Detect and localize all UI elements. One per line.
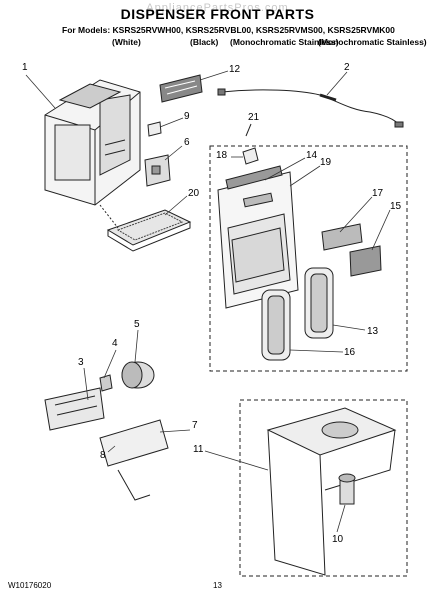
callout-line-21 (245, 123, 252, 137)
callout-4: 4 (112, 338, 118, 349)
callout-5: 5 (134, 319, 140, 330)
part-9-plate (147, 121, 162, 137)
color-black: (Black) (190, 37, 219, 47)
callout-1: 1 (22, 62, 28, 73)
doc-number: W10176020 (8, 581, 52, 590)
callout-2: 2 (344, 62, 350, 73)
callout-11: 11 (193, 444, 204, 455)
models-line: For Models: KSRS25RVWH00, KSRS25RVBL00, … (62, 25, 395, 35)
part-18-clip (242, 147, 259, 165)
assembly-box-front-panel (209, 145, 408, 372)
part-2-wire-harness (217, 88, 404, 128)
callout-15: 15 (390, 201, 402, 212)
callout-14: 14 (306, 150, 318, 161)
callout-8: 8 (100, 450, 106, 461)
color-monochromatic-stainless-1: (Monochromatic Stainless) (230, 37, 339, 47)
part-11-chute (266, 407, 397, 576)
callout-17: 17 (372, 188, 384, 199)
part-15-module (349, 245, 382, 277)
part-12-control-board (159, 74, 203, 103)
callout-16: 16 (344, 347, 356, 358)
part-19-front-panel (217, 171, 299, 309)
callout-19: 19 (320, 157, 332, 168)
part-3-bracket (44, 387, 105, 431)
color-white: (White) (112, 37, 141, 47)
part-4-connector (99, 374, 113, 392)
callout-21: 21 (248, 112, 260, 123)
page-number: 13 (213, 581, 222, 590)
callout-3: 3 (78, 357, 84, 368)
callout-20: 20 (188, 188, 200, 199)
callout-10: 10 (332, 534, 344, 545)
page-title: DISPENSER FRONT PARTS (120, 6, 315, 22)
part-13-paddle (304, 267, 334, 339)
part-16-paddle (261, 289, 291, 361)
callout-6: 6 (184, 137, 190, 148)
color-monochromatic-stainless-2: (Monochromatic Stainless) (318, 37, 427, 47)
part-14-display-strip (225, 165, 283, 190)
part-7-cover (99, 419, 169, 501)
callout-leaders (25, 70, 391, 533)
callout-13: 13 (367, 326, 379, 337)
assembly-box-chute (239, 399, 408, 577)
callout-9: 9 (184, 111, 190, 122)
part-1-housing (44, 79, 141, 206)
watermark-text: AppliancePartsPros.com (146, 2, 289, 14)
part-20-drip-tray (99, 204, 192, 252)
callout-7: 7 (192, 420, 198, 431)
part-6-switch (144, 154, 171, 187)
callout-18: 18 (216, 150, 228, 161)
part-5-motor (121, 361, 155, 389)
part-10-fitting (338, 473, 356, 505)
part-17-bracket (321, 223, 363, 251)
callout-12: 12 (229, 64, 241, 75)
